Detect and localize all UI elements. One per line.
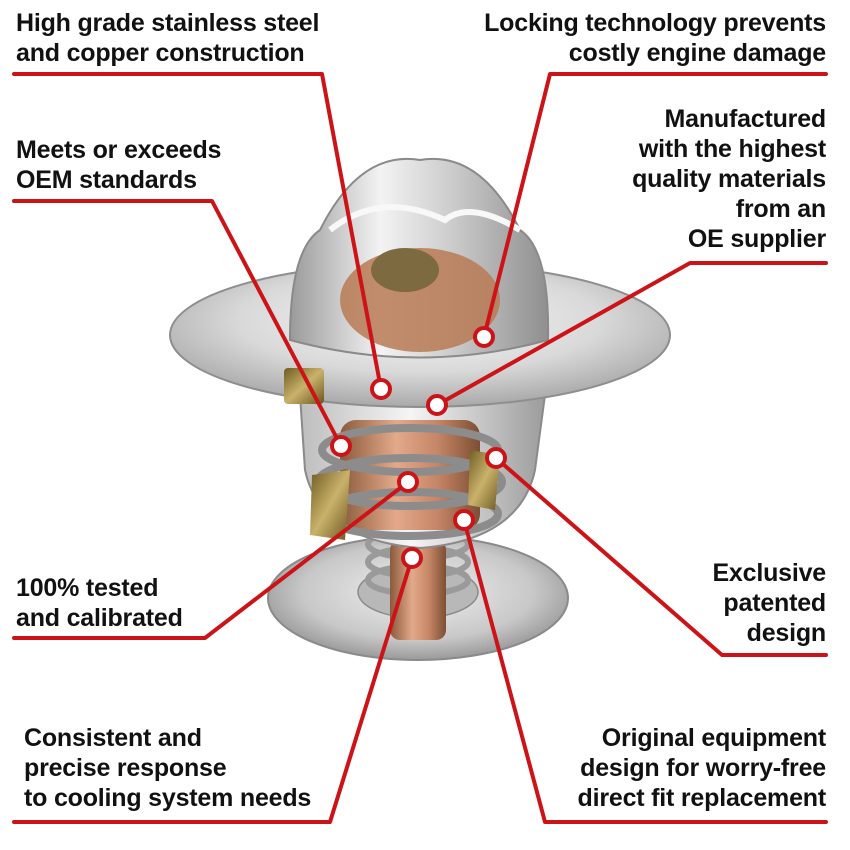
callout-line-tested-calibrated <box>12 480 410 640</box>
brass-cap <box>371 248 439 292</box>
marker-tested-calibrated <box>397 471 419 493</box>
label-line: from an <box>735 195 826 223</box>
label-patented-design: Exclusive patented design <box>712 558 826 648</box>
callout-line-stainless-copper <box>12 72 383 391</box>
marker-patented-design <box>485 447 507 469</box>
label-oem-standards: Meets or exceeds OEM standards <box>16 135 221 195</box>
marker-direct-fit <box>453 509 475 531</box>
callout-leaders <box>12 72 828 824</box>
label-consistent-response: Consistent and precise response to cooli… <box>24 723 311 813</box>
label-oe-supplier: Manufactured with the highest quality ma… <box>632 104 826 254</box>
callout-line-consistent-response <box>12 556 414 824</box>
label-stainless-copper: High grade stainless steel and copper co… <box>16 8 319 68</box>
dome-highlight <box>328 204 522 233</box>
label-tested-calibrated: 100% tested and calibrated <box>16 573 183 633</box>
label-line: Locking technology prevents <box>484 9 826 37</box>
label-line: High grade stainless steel <box>16 9 320 37</box>
brass-bracket-left <box>310 470 350 540</box>
label-line: patented <box>723 589 826 617</box>
label-line: design <box>746 619 827 647</box>
label-line: Original equipment <box>601 724 826 752</box>
label-locking-technology: Locking technology prevents costly engin… <box>484 8 826 68</box>
label-direct-fit: Original equipment design for worry-free… <box>577 723 827 813</box>
marker-locking-technology <box>473 326 495 348</box>
callout-line-direct-fit <box>462 518 828 824</box>
callout-line-oe-supplier <box>435 261 828 407</box>
label-line: OE supplier <box>687 225 826 253</box>
marker-oe-supplier <box>426 394 448 416</box>
label-line: and copper construction <box>16 39 305 67</box>
marker-oem-standards <box>330 435 352 457</box>
callout-line-oem-standards <box>12 199 343 448</box>
label-line: with the highest <box>638 135 826 163</box>
callout-markers <box>330 326 507 569</box>
marker-stainless-copper <box>370 378 392 400</box>
label-line: Consistent and <box>24 724 202 752</box>
callout-line-locking-technology <box>482 72 828 339</box>
label-line: 100% tested <box>16 574 159 602</box>
label-line: OEM standards <box>16 166 197 194</box>
label-line: precise response <box>24 754 227 782</box>
label-line: quality materials <box>632 165 826 193</box>
label-line: and calibrated <box>16 604 183 632</box>
label-line: Exclusive <box>712 559 826 587</box>
label-line: design for worry-free <box>580 754 826 782</box>
label-line: Manufactured <box>664 105 826 133</box>
callout-line-patented-design <box>494 456 828 657</box>
label-line: direct fit replacement <box>577 784 827 812</box>
label-line: to cooling system needs <box>24 784 312 812</box>
marker-consistent-response <box>401 547 423 569</box>
label-line: Meets or exceeds <box>16 136 222 164</box>
label-line: costly engine damage <box>568 39 826 67</box>
